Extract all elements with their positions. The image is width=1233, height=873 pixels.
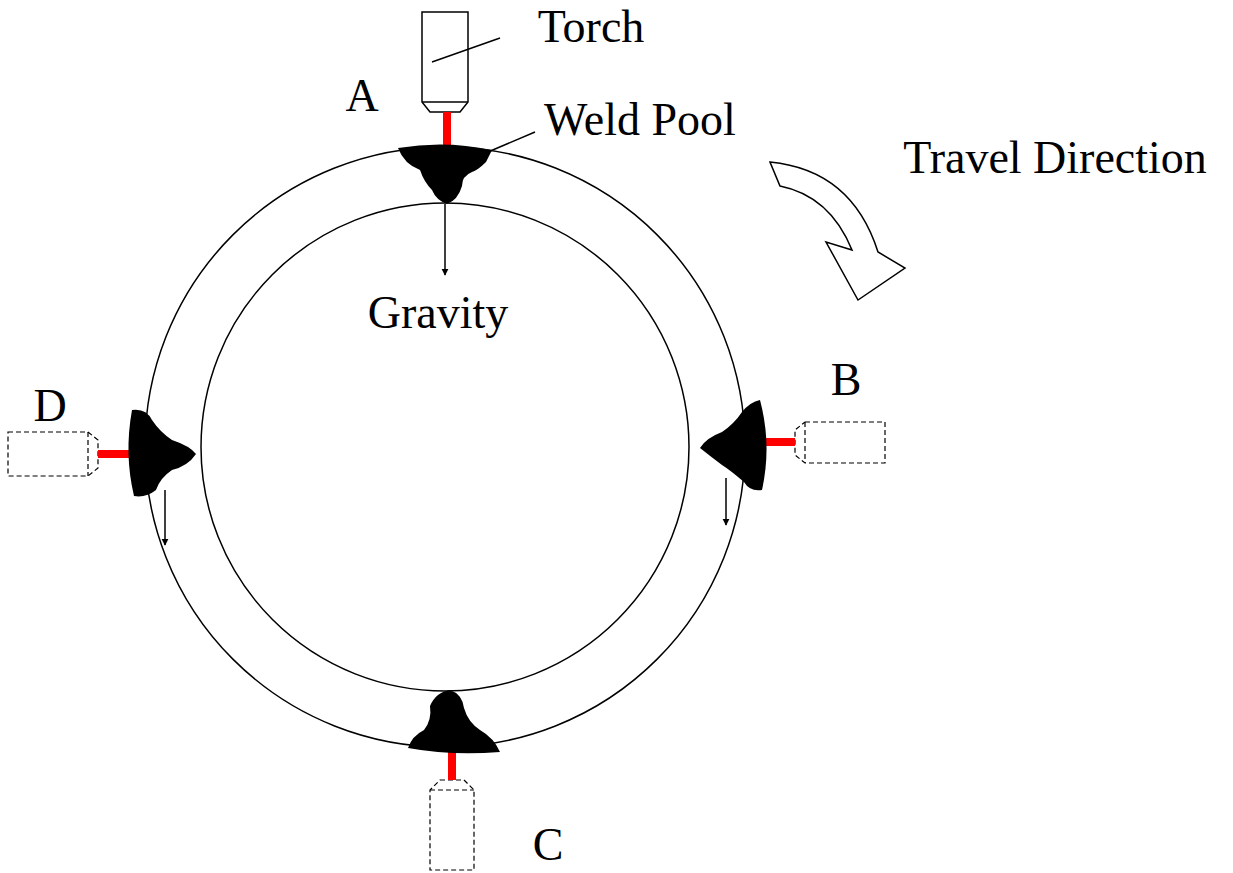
travel-direction-label: Travel Direction: [903, 135, 1207, 181]
leader-line: [488, 132, 535, 152]
travel-direction-arrow: [770, 162, 905, 300]
arc: [448, 750, 456, 780]
torch-label: Torch: [538, 4, 645, 50]
gravity-label: Gravity: [368, 290, 509, 336]
weld-pool: [700, 400, 767, 490]
weld-pool: [408, 690, 500, 753]
torch-nozzle-line: [87, 432, 88, 476]
gravity-arrow: [725, 478, 727, 525]
gravity-arrow: [164, 490, 166, 545]
arc: [766, 438, 795, 446]
torch-outline: [430, 780, 474, 870]
weld-pool: [128, 410, 196, 497]
torch: [422, 12, 468, 112]
position-label: A: [345, 73, 378, 119]
torch-nozzle-line: [430, 789, 474, 790]
gravity-arrow: [444, 204, 446, 275]
arc: [443, 112, 451, 147]
torch-nozzle-line: [422, 101, 468, 103]
position-label: C: [533, 822, 564, 868]
position-label: B: [831, 357, 862, 403]
arc: [98, 450, 130, 458]
weld-pool-label: Weld Pool: [544, 97, 736, 143]
position-label: D: [33, 383, 66, 429]
torch-outline: [8, 432, 98, 476]
pipe-inner-wall: [201, 203, 689, 691]
pipe-outer-wall: [145, 147, 745, 747]
torch-outline: [795, 422, 885, 463]
torch-nozzle-line: [804, 422, 805, 463]
weld-pool: [398, 144, 492, 204]
leader-line: [432, 38, 500, 62]
